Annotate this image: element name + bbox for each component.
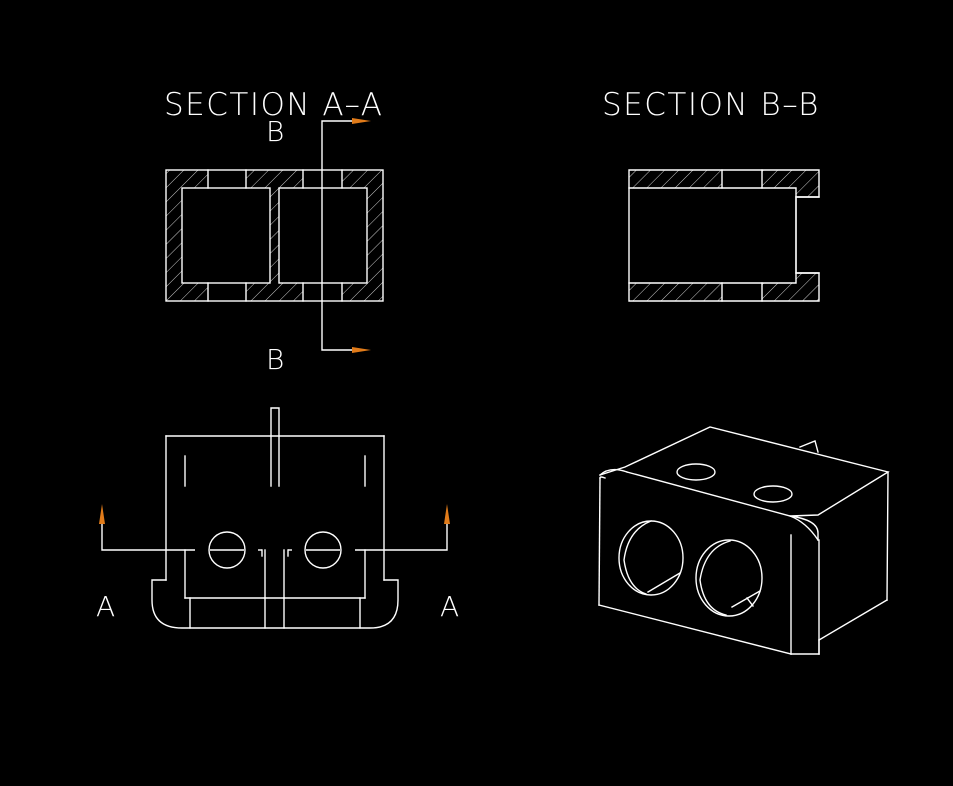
cut-arrow-b-top xyxy=(352,118,371,124)
section-bb-hatching xyxy=(629,170,819,301)
cut-label-b-top: B xyxy=(266,115,284,148)
cut-label-a-left: A xyxy=(96,590,115,623)
cut-arrow-b-bottom xyxy=(352,347,371,353)
section-aa-hatching xyxy=(166,170,383,301)
section-bb-title: SECTION B–B xyxy=(602,87,820,123)
cut-line-bb xyxy=(321,118,371,353)
front-hole-left xyxy=(208,531,246,569)
section-bb-view: SECTION B–B xyxy=(602,87,820,302)
front-hole-right xyxy=(304,531,342,569)
cut-label-a-right: A xyxy=(440,590,459,623)
front-view-outline xyxy=(151,407,399,629)
iso-hole-left xyxy=(618,520,684,596)
cut-arrow-a-right xyxy=(444,504,450,524)
cut-label-b-bottom: B xyxy=(266,343,284,376)
front-view: A A xyxy=(96,407,459,629)
section-bb-outline xyxy=(628,169,820,302)
isometric-view xyxy=(598,426,890,655)
section-aa-outline xyxy=(165,169,384,302)
section-aa-title: SECTION A–A xyxy=(164,87,383,123)
section-aa-view: SECTION A–A xyxy=(164,87,384,376)
cut-arrow-a-left xyxy=(99,504,105,524)
iso-hole-right xyxy=(695,539,763,617)
cut-line-aa xyxy=(99,504,450,551)
